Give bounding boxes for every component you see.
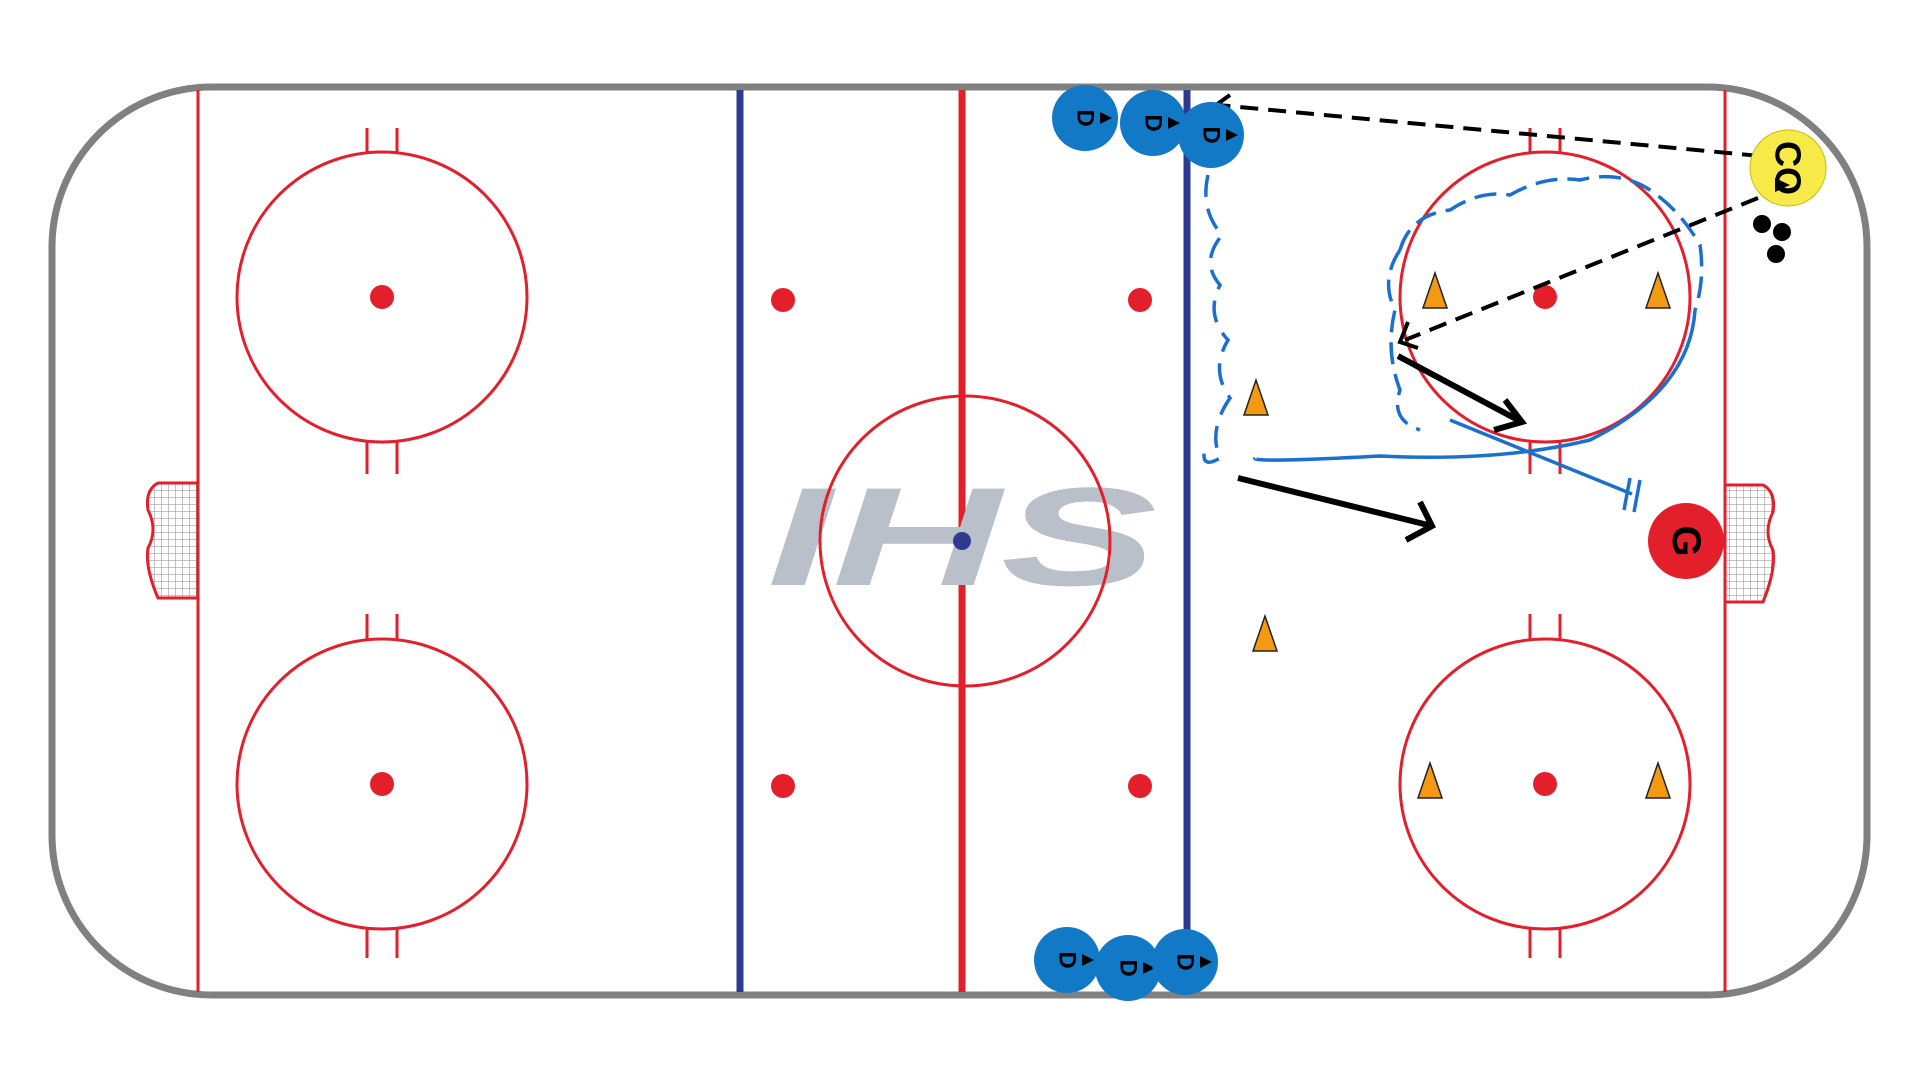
movement-arrow xyxy=(1396,353,1520,423)
pass-coach-to-slot xyxy=(1404,196,1759,342)
player-label: D xyxy=(1115,959,1142,976)
cone-icon xyxy=(1242,377,1270,416)
neutral-dot-top-left xyxy=(771,288,795,312)
faceoff-circle-left-bottom xyxy=(235,614,529,958)
stop-mark xyxy=(1622,477,1632,511)
skate-path-loop xyxy=(1386,174,1704,432)
player-label: D xyxy=(1198,126,1225,143)
coach-marker: CO xyxy=(1749,129,1827,207)
center-faceoff-dot xyxy=(953,532,971,550)
skate-path-sweep xyxy=(1253,309,1697,462)
player-label: D xyxy=(1140,114,1167,131)
arrowhead xyxy=(1404,500,1436,543)
defense-player-bottom-2: D xyxy=(1095,935,1161,1001)
defense-player-top-3: D xyxy=(1178,102,1244,168)
defense-player-bottom-1: D xyxy=(1034,927,1100,993)
neutral-dot-top-right xyxy=(1128,288,1152,312)
goalie-marker: G xyxy=(1648,503,1724,579)
cone-icon xyxy=(1644,270,1672,309)
player-label: D xyxy=(1054,951,1081,968)
cone-icon xyxy=(1416,760,1444,799)
net-icon xyxy=(1723,483,1775,604)
player-label: D xyxy=(1072,109,1099,126)
neutral-dot-bottom-left xyxy=(771,774,795,798)
puck-icon xyxy=(1753,215,1791,263)
faceoff-circle-left-top xyxy=(235,128,529,474)
neutral-dot-bottom-right xyxy=(1128,774,1152,798)
defense-player-bottom-3: D xyxy=(1152,929,1218,995)
cone-icon xyxy=(1644,760,1672,799)
pass-arrowhead xyxy=(1397,321,1419,350)
defense-player-top-2: D xyxy=(1120,90,1186,156)
goalie-label: G xyxy=(1664,525,1708,556)
cone-icon xyxy=(1421,270,1449,309)
stop-mark xyxy=(1632,479,1642,513)
center-faceoff-circle xyxy=(818,394,1112,688)
faceoff-circle-right-top xyxy=(1398,128,1692,474)
arrowhead xyxy=(1493,398,1528,433)
faceoff-circle-right-bottom xyxy=(1398,614,1692,958)
coach-label: CO xyxy=(1768,141,1809,195)
defense-player-top-1: D xyxy=(1052,85,1118,151)
pass-coach-to-d xyxy=(1217,103,1761,158)
movement-arrow xyxy=(1237,475,1429,528)
cone-icon xyxy=(1251,613,1279,652)
skate-path-carry xyxy=(1202,174,1233,464)
player-label: D xyxy=(1172,953,1199,970)
skate-path-to-net xyxy=(1449,418,1633,496)
net-icon xyxy=(146,481,200,600)
